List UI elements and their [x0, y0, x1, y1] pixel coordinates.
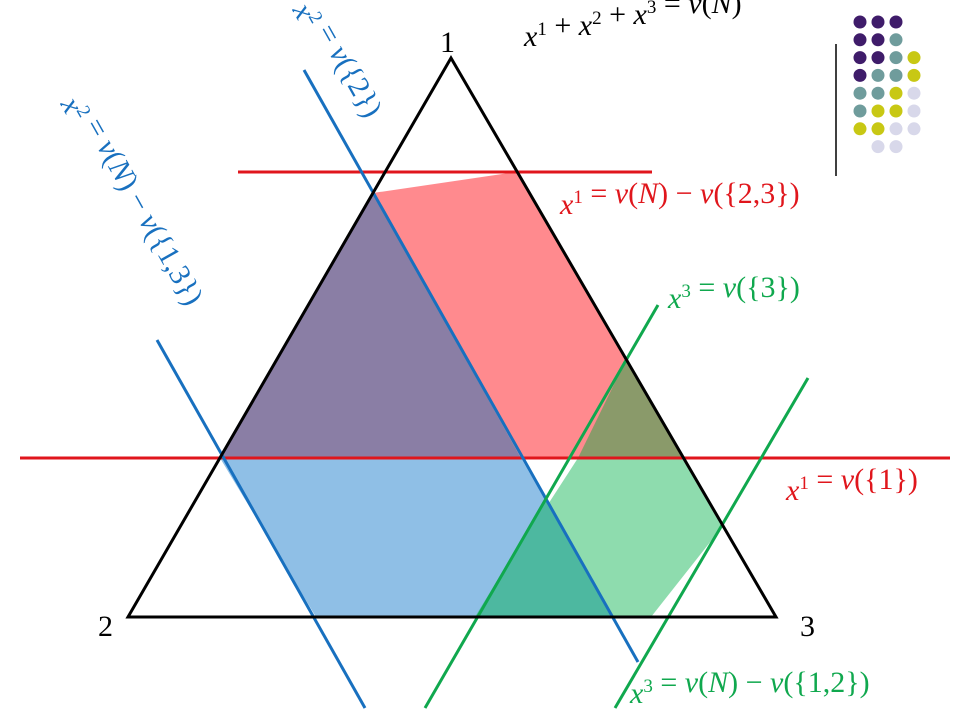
line-x3-upper: [423, 304, 660, 709]
legend-dot: [871, 122, 885, 136]
legend-dot: [907, 86, 921, 100]
legend-dot: [853, 122, 867, 136]
legend-dot: [853, 33, 867, 47]
label-x1-lower: x1 = v({1}): [785, 463, 918, 507]
legend-dot: [889, 51, 903, 65]
legend-dot: [853, 68, 867, 82]
legend-dot: [907, 104, 921, 118]
region-purple-overlap: [220, 193, 521, 458]
legend-dot: [853, 104, 867, 118]
legend-dot: [889, 15, 903, 29]
legend-dot: [889, 104, 903, 118]
region-teal-overlap: [475, 500, 613, 617]
legend-dot: [871, 15, 885, 29]
line-x2-left: [155, 339, 367, 709]
legend-dot: [853, 86, 867, 100]
region-olive-overlap: [578, 360, 682, 458]
legend-dot: [853, 15, 867, 29]
label-x2-right: x2 = v({2}): [285, 0, 389, 128]
legend-dot: [889, 122, 903, 136]
legend-dot: [907, 68, 921, 82]
label-x2-left: x2 = v(N) − v({1,3}): [53, 85, 209, 316]
legend-dot: [907, 51, 921, 65]
legend-dot: [889, 33, 903, 47]
region-red: [373, 172, 682, 458]
legend-dot: [871, 140, 885, 154]
constraint-lines: [20, 69, 950, 709]
legend-dot: [871, 33, 885, 47]
legend-dot: [853, 51, 867, 65]
legend-dot: [889, 86, 903, 100]
legend-dot: [889, 68, 903, 82]
regions: [220, 172, 722, 617]
line-x3-lower: [613, 377, 810, 709]
legend-dot: [871, 51, 885, 65]
dot-grid-legend: [853, 15, 921, 154]
vertex-label-2: 2: [98, 610, 113, 643]
legend-dot: [871, 86, 885, 100]
label-x1-upper: x1 = v(N) − v({2,3}): [559, 177, 800, 221]
legend-dot: [889, 140, 903, 154]
simplex-triangle: [125, 55, 779, 619]
label-x3-lower: x3 = v(N) − v({1,2}): [629, 666, 870, 710]
vertex-label-1: 1: [440, 26, 455, 59]
legend-dot: [871, 68, 885, 82]
legend-dot: [871, 104, 885, 118]
legend-dot: [907, 122, 921, 136]
line-x2-right: [302, 69, 640, 663]
efficiency-equation: x1 + x2 + x3 = v(N): [523, 0, 742, 53]
vertex-label-3: 3: [800, 610, 815, 643]
label-x3-upper: x3 = v({3}): [667, 271, 800, 315]
